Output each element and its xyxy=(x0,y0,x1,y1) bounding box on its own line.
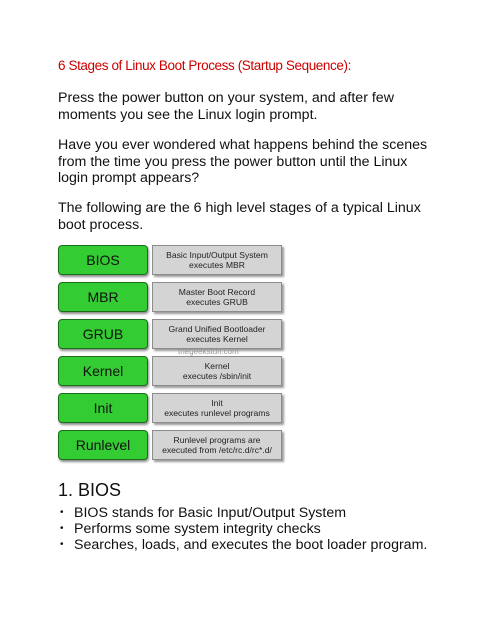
stages-intro-paragraph: The following are the 6 high level stage… xyxy=(58,200,421,233)
stage-mbr: MBR Master Boot Record executes GRUB xyxy=(58,282,288,312)
boot-stages-diagram: BIOS Basic Input/Output System executes … xyxy=(58,245,288,465)
stage-description-line: executes Kernel xyxy=(186,334,248,344)
bios-bullet-list: • BIOS stands for Basic Input/Output Sys… xyxy=(58,505,438,553)
stage-name-box: MBR xyxy=(58,282,148,312)
bullet-icon: • xyxy=(60,539,64,550)
stage-description-line: Runlevel programs are xyxy=(173,434,261,445)
stage-description-box: Init executes runlevel programs xyxy=(152,393,282,423)
stage-grub: GRUB Grand Unified Bootloader executes K… xyxy=(58,319,288,349)
stage-description-line: Kernel xyxy=(204,360,230,371)
bullet-icon: • xyxy=(60,523,64,534)
stage-description-line: Grand Unified Bootloader xyxy=(168,323,266,334)
stage-name-box: Init xyxy=(58,393,148,423)
stage-description-box: Grand Unified Bootloader executes Kernel xyxy=(152,319,282,349)
stage-description-line: Basic Input/Output System xyxy=(166,249,268,260)
stage-description-box: Basic Input/Output System executes MBR xyxy=(152,245,282,275)
stage-description-line: executes MBR xyxy=(189,260,245,270)
stage-description-line: Init xyxy=(211,397,223,408)
stage-description-line: executed from /etc/rc.d/rc*.d/ xyxy=(162,445,272,455)
stage-description-line: executes runlevel programs xyxy=(164,408,270,418)
stage-description-line: executes GRUB xyxy=(186,297,248,307)
stage-description-line: Master Boot Record xyxy=(178,286,256,297)
list-item-text: Searches, loads, and executes the boot l… xyxy=(74,537,428,553)
stage-description-box: Kernel executes /sbin/init xyxy=(152,356,282,386)
stage-description-line: executes /sbin/init xyxy=(182,371,252,381)
watermark: thegeekstuff.com xyxy=(178,347,239,356)
list-item: • BIOS stands for Basic Input/Output Sys… xyxy=(58,505,438,521)
page-title: 6 Stages of Linux Boot Process (Startup … xyxy=(58,58,351,73)
list-item: • Performs some system integrity checks xyxy=(58,521,438,537)
stage-name-box: BIOS xyxy=(58,245,148,275)
stage-name-box: Runlevel xyxy=(58,430,148,460)
list-item-text: Performs some system integrity checks xyxy=(74,521,321,537)
stage-init: Init Init executes runlevel programs xyxy=(58,393,288,423)
section-heading: 1. BIOS xyxy=(58,480,122,500)
stage-runlevel: Runlevel Runlevel programs are executed … xyxy=(58,430,288,460)
list-item: • Searches, loads, and executes the boot… xyxy=(58,537,438,553)
stage-description-box: Master Boot Record executes GRUB xyxy=(152,282,282,312)
bullet-icon: • xyxy=(60,507,64,518)
question-paragraph: Have you ever wondered what happens behi… xyxy=(58,137,428,186)
stage-bios: BIOS Basic Input/Output System executes … xyxy=(58,245,288,275)
stage-name-box: GRUB xyxy=(58,319,148,349)
stage-kernel: Kernel Kernel executes /sbin/init xyxy=(58,356,288,386)
stage-description-box: Runlevel programs are executed from /etc… xyxy=(152,430,282,460)
stage-name-box: Kernel xyxy=(58,356,148,386)
list-item-text: BIOS stands for Basic Input/Output Syste… xyxy=(74,505,347,521)
intro-paragraph: Press the power button on your system, a… xyxy=(58,90,394,123)
